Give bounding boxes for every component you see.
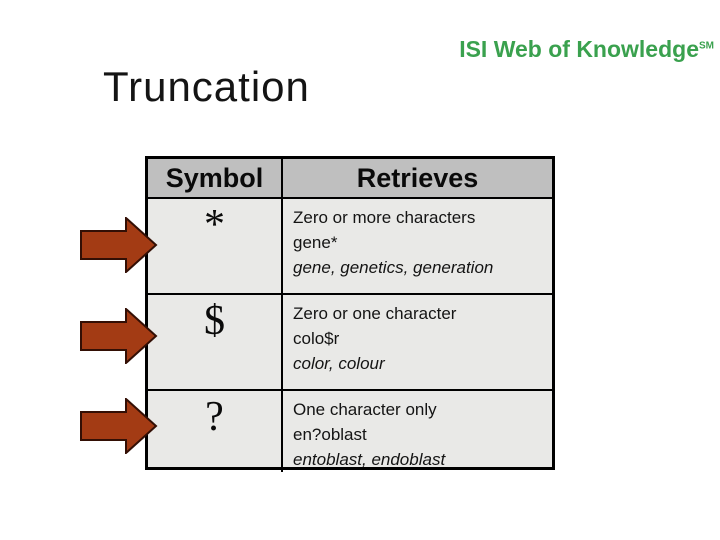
symbol-question-mark: ? <box>148 391 283 472</box>
retrieves-desc: Zero or more characters <box>293 208 476 227</box>
retrieves-dollar: Zero or one character colo$r color, colo… <box>283 295 552 391</box>
retrieves-desc: One character only <box>293 400 437 419</box>
right-arrow-icon <box>80 217 158 273</box>
right-arrow-icon <box>80 398 158 454</box>
logo-trademark-sm: SM <box>699 40 714 52</box>
right-arrow-icon <box>80 308 158 364</box>
retrieves-results: gene, genetics, generation <box>293 258 494 277</box>
retrieves-results: entoblast, endoblast <box>293 450 446 469</box>
retrieves-desc: Zero or one character <box>293 304 457 323</box>
column-header-symbol: Symbol <box>148 159 283 199</box>
retrieves-example: colo$r <box>293 329 340 348</box>
symbol-dollar: $ <box>148 295 283 391</box>
retrieves-results: color, colour <box>293 354 385 373</box>
truncation-table: Symbol Retrieves * Zero or more characte… <box>145 156 555 472</box>
retrieves-asterisk: Zero or more characters gene* gene, gene… <box>283 199 552 295</box>
slide-title: Truncation <box>103 63 310 110</box>
logo-text: ISI Web of Knowledge <box>459 36 699 62</box>
retrieves-example: gene* <box>293 233 338 252</box>
retrieves-example: en?oblast <box>293 425 367 444</box>
column-header-retrieves: Retrieves <box>283 159 552 199</box>
retrieves-question-mark: One character only en?oblast entoblast, … <box>283 391 552 472</box>
symbol-asterisk: * <box>148 199 283 295</box>
isi-web-of-knowledge-logo: ISI Web of KnowledgeSM <box>459 36 714 63</box>
